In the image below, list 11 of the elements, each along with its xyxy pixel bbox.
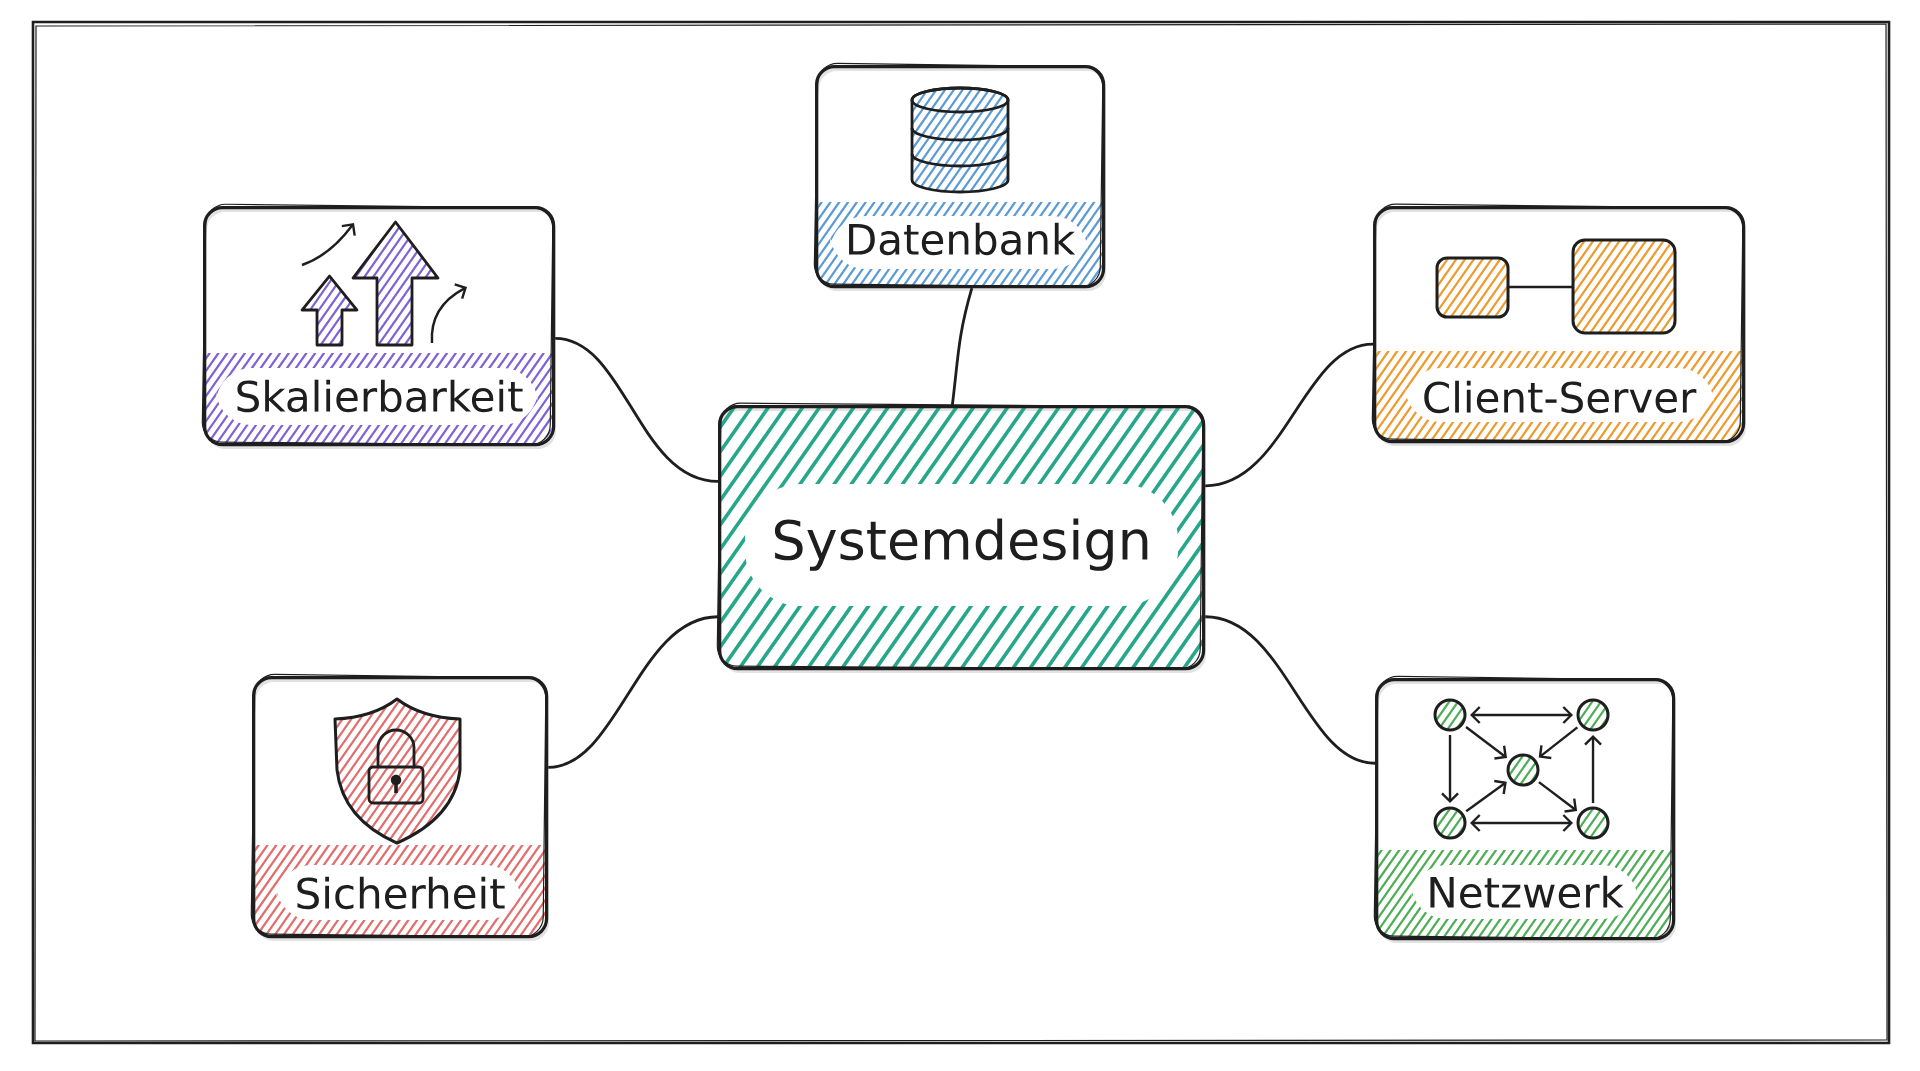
topic-box: Datenbank <box>813 62 1106 291</box>
connector-line <box>1205 615 1376 765</box>
connector-line <box>1205 342 1374 488</box>
connector-line <box>547 615 719 769</box>
topic-box: Skalierbarkeit <box>201 203 556 449</box>
central-topic-box: Systemdesign <box>716 402 1206 673</box>
topic-box: Netzwerk <box>1373 675 1676 943</box>
connector-line <box>554 337 719 483</box>
topic-box: Sicherheit <box>250 673 549 941</box>
topic-box: Client-Server <box>1371 203 1747 446</box>
connector-line <box>950 287 974 406</box>
